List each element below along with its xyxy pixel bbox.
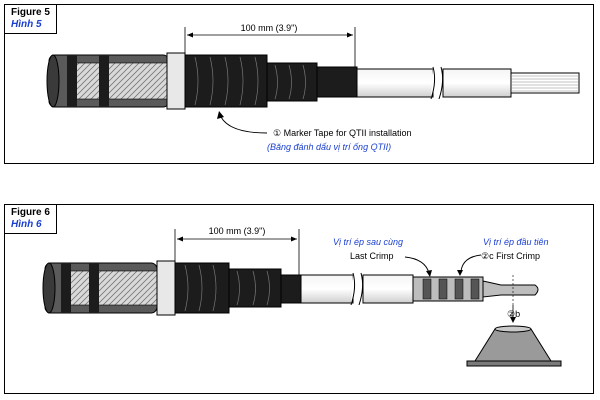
last-crimp-label-vi: Vị trí ép sau cùng: [333, 237, 403, 247]
figure-6-cable: [42, 260, 414, 316]
first-crimp-label-vi: Vị trí ép đầu tiên: [483, 237, 549, 247]
figure-6-drawing: 100 mm (3.9"): [42, 226, 562, 367]
figure-5-marker-text-vi: (Băng đánh dấu vị trí ống QTII): [267, 142, 391, 152]
figure-6-panel: Figure 6 Hình 6 100 mm (3.9"): [4, 204, 594, 394]
crimp-tool-label: ②b: [507, 309, 520, 319]
figure-6-title: Figure 6: [11, 207, 50, 218]
figure-5-marker-text: ① Marker Tape for QTII installation: [273, 128, 411, 138]
crimp-tool-die: ②b: [466, 305, 562, 367]
last-crimp-label: Last Crimp: [350, 251, 394, 261]
figure-5-drawing: 100 mm (3.9"): [46, 23, 580, 152]
figure-5-cable: [46, 52, 580, 110]
first-crimp-label: ②c First Crimp: [481, 251, 540, 261]
figure-5-title: Figure 5: [11, 7, 50, 18]
figure-5-dimension-text: 100 mm (3.9"): [241, 23, 298, 33]
figure-6-dimension-text: 100 mm (3.9"): [209, 226, 266, 236]
figure-5-dimension: 100 mm (3.9"): [184, 23, 356, 67]
figure-6-lug: [412, 275, 539, 305]
figure-5-callout-arrow: [220, 116, 268, 134]
figure-5-panel: Figure 5 Hình 5 100 mm (3.9"): [4, 4, 594, 164]
figure-6-label: Figure 6 Hình 6: [5, 205, 57, 234]
figure-5-label: Figure 5 Hình 5: [5, 5, 57, 34]
figure-6-title-vi: Hình 6: [11, 219, 42, 230]
figure-5-title-vi: Hình 5: [11, 19, 42, 30]
